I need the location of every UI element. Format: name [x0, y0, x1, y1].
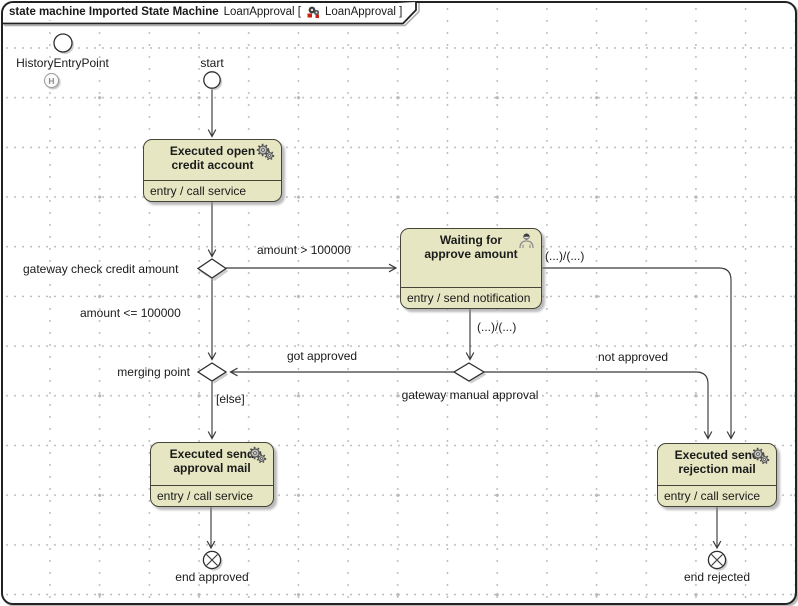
gateway-check-label: gateway check credit amount [23, 262, 179, 276]
person-icon [519, 233, 534, 249]
tab-title-name: LoanApproval [ [223, 5, 301, 18]
merging-point-node[interactable] [196, 362, 228, 382]
state-approval-entry-action: entry / call service [151, 485, 273, 506]
state-waiting-approve-amount[interactable]: Waiting for approve amount entry / send … [400, 228, 542, 309]
edge-label-effect-right: (...)/(...) [545, 249, 585, 263]
end-approved-label: end approved [175, 570, 249, 584]
state-rejection-entry-action: entry / call service [658, 485, 776, 506]
merging-point-label: merging point [117, 365, 190, 379]
state-open-credit-entry-action: entry / call service [144, 180, 281, 201]
edge-label-else: [else] [216, 392, 245, 406]
state-waiting-title: Waiting for approve amount [401, 229, 541, 287]
edge-label-effect-down: (...)/(...) [477, 320, 517, 334]
history-entry-point-node[interactable] [53, 33, 73, 53]
state-approval-title: Executed send approval mail [151, 443, 273, 485]
end-rejected-node[interactable] [707, 550, 728, 571]
tab-title-ref: LoanApproval ] [325, 5, 403, 18]
history-icon: H [44, 73, 59, 88]
state-rejection-title: Executed send rejection mail [658, 444, 776, 485]
state-open-credit-title: Executed open credit account [144, 140, 281, 180]
state-open-credit-account[interactable]: Executed open credit account entry / cal… [143, 139, 282, 202]
state-send-rejection-mail[interactable]: Executed send rejection mail entry / cal… [657, 443, 777, 507]
gears-icon [256, 143, 275, 161]
history-entry-point-label: HistoryEntryPoint [16, 56, 109, 70]
state-machine-diagram-icon [307, 6, 320, 18]
edge-label-amount-gt: amount > 100000 [257, 243, 351, 257]
edge-label-amount-le: amount <= 100000 [80, 306, 181, 320]
gateway-check-node[interactable] [196, 258, 228, 279]
edge-label-got-approved: got approved [287, 349, 358, 363]
gears-icon [248, 446, 267, 464]
start-node[interactable] [203, 71, 221, 89]
transition-waiting-to-rejection[interactable] [540, 267, 736, 440]
gears-icon [751, 447, 770, 465]
state-waiting-entry-action: entry / send notification [401, 287, 541, 308]
end-approved-node[interactable] [202, 550, 223, 571]
gateway-manual-label: gateway manual approval [401, 388, 539, 402]
tab-shadow [4, 3, 420, 27]
state-send-approval-mail[interactable]: Executed send approval mail entry / call… [150, 442, 274, 507]
transition-not-approved-to-rejection[interactable] [484, 371, 713, 440]
diagram-title-tab: state machine Imported State Machine Loa… [9, 0, 402, 23]
edge-label-not-approved: not approved [598, 350, 669, 364]
gateway-manual-node[interactable] [452, 362, 486, 382]
tab-title-bold: state machine Imported State Machine [9, 5, 219, 18]
start-label: start [200, 56, 224, 70]
end-rejected-label: end rejected [683, 570, 751, 584]
